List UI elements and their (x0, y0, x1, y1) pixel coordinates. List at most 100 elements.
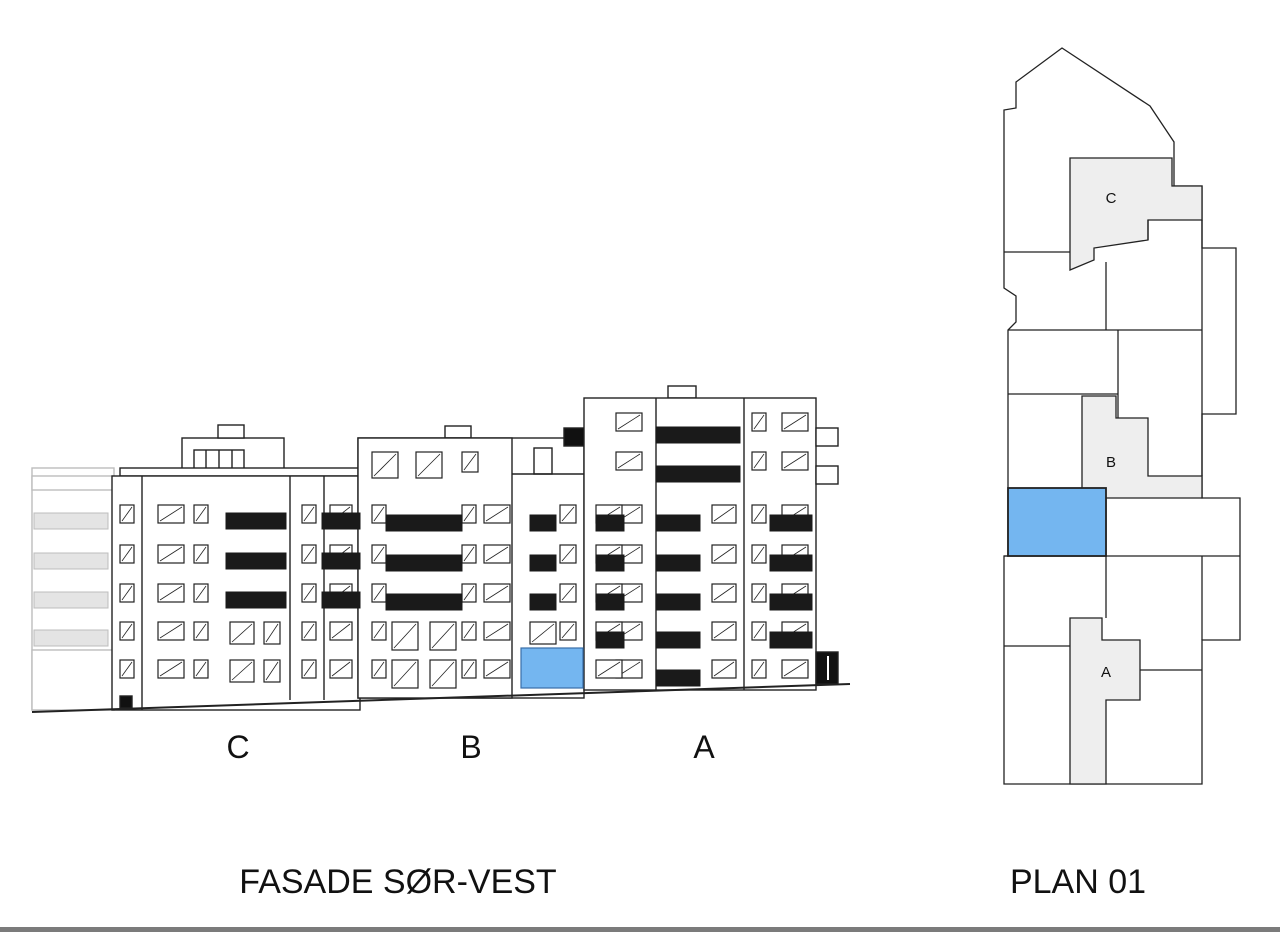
window-mullion (783, 661, 807, 677)
plan-label-b: B (1106, 454, 1116, 471)
window-mullion (463, 585, 475, 601)
balcony (655, 554, 701, 572)
window-mullion (303, 546, 315, 562)
window-mullion (617, 414, 641, 430)
window-mullion (159, 585, 183, 601)
window-mullion (195, 661, 207, 677)
window-mullion (561, 506, 575, 522)
window-mullion (373, 506, 385, 522)
facade-label-c: C (226, 729, 249, 765)
window-mullion (393, 661, 417, 687)
neighbour-balcony (33, 512, 109, 530)
window-mullion (783, 453, 807, 469)
facade-title: FASADE SØR-VEST (239, 863, 556, 901)
window-mullion (303, 623, 315, 639)
ground-line (31, 683, 851, 713)
window-mullion (753, 414, 765, 430)
balcony (225, 591, 287, 609)
window-mullion (713, 585, 735, 601)
window-mullion (463, 661, 475, 677)
window-mullion (485, 546, 509, 562)
plan-label-a: A (1101, 664, 1111, 681)
balcony (769, 554, 813, 572)
window-mullion (373, 546, 385, 562)
window-mullion (713, 506, 735, 522)
plan-label-c: C (1106, 190, 1117, 207)
facade-windows (33, 412, 813, 689)
balcony (655, 669, 701, 687)
window-mullion (753, 546, 765, 562)
window-mullion (485, 623, 509, 639)
window-mullion (713, 661, 735, 677)
facade-label-b: B (460, 729, 481, 765)
window-mullion (753, 585, 765, 601)
window-mullion (121, 506, 133, 522)
facade-label-a: A (693, 729, 715, 765)
window-mullion (159, 661, 183, 677)
window-mullion (417, 453, 441, 477)
window-mullion (195, 623, 207, 639)
neighbour-building (31, 467, 115, 711)
window-mullion (713, 546, 735, 562)
neighbour-balcony (33, 591, 109, 609)
plan-title: PLAN 01 (1010, 863, 1146, 901)
balcony (385, 514, 463, 532)
window-mullion (463, 506, 475, 522)
stairwell-b (1081, 395, 1203, 499)
floor-plan (1003, 47, 1241, 785)
window-mullion (531, 623, 555, 643)
window-mullion (303, 506, 315, 522)
window-mullion (485, 585, 509, 601)
window-mullion (121, 623, 133, 639)
window-mullion (265, 623, 279, 643)
window-mullion (753, 453, 765, 469)
window-mullion (561, 546, 575, 562)
balcony (769, 631, 813, 649)
window-mullion (331, 623, 351, 639)
balcony (595, 554, 625, 572)
window-mullion (373, 585, 385, 601)
window-mullion (373, 453, 397, 477)
window-mullion (303, 585, 315, 601)
window-mullion (231, 661, 253, 681)
stairwell-a (1069, 617, 1141, 785)
window-mullion (159, 623, 183, 639)
window-mullion (431, 661, 455, 687)
bottom-divider (0, 927, 1280, 932)
balcony (655, 514, 701, 532)
window-mullion (121, 661, 133, 677)
balcony (655, 465, 741, 483)
window-mullion (463, 623, 475, 639)
window-mullion (485, 661, 509, 677)
neighbour-balcony (33, 629, 109, 647)
balcony (529, 514, 557, 532)
window-mullion (463, 546, 475, 562)
window-mullion (373, 661, 385, 677)
balcony (385, 554, 463, 572)
window-mullion (159, 546, 183, 562)
window-mullion (597, 661, 621, 677)
window-mullion (753, 623, 765, 639)
window-mullion (231, 623, 253, 643)
window-mullion (121, 585, 133, 601)
window-mullion (783, 414, 807, 430)
balcony (321, 591, 361, 609)
window-mullion (713, 623, 735, 639)
neighbour-balcony (33, 552, 109, 570)
balcony (769, 514, 813, 532)
window-mullion (373, 623, 385, 639)
balcony (655, 426, 741, 444)
window-mullion (753, 661, 765, 677)
facade-selected-unit (520, 647, 584, 689)
window-mullion (195, 506, 207, 522)
balcony (385, 593, 463, 611)
balcony (529, 593, 557, 611)
balcony (595, 631, 625, 649)
balcony (529, 554, 557, 572)
balcony (595, 593, 625, 611)
window-mullion (753, 506, 765, 522)
balcony (321, 512, 361, 530)
window-mullion (121, 546, 133, 562)
window-mullion (561, 623, 575, 639)
